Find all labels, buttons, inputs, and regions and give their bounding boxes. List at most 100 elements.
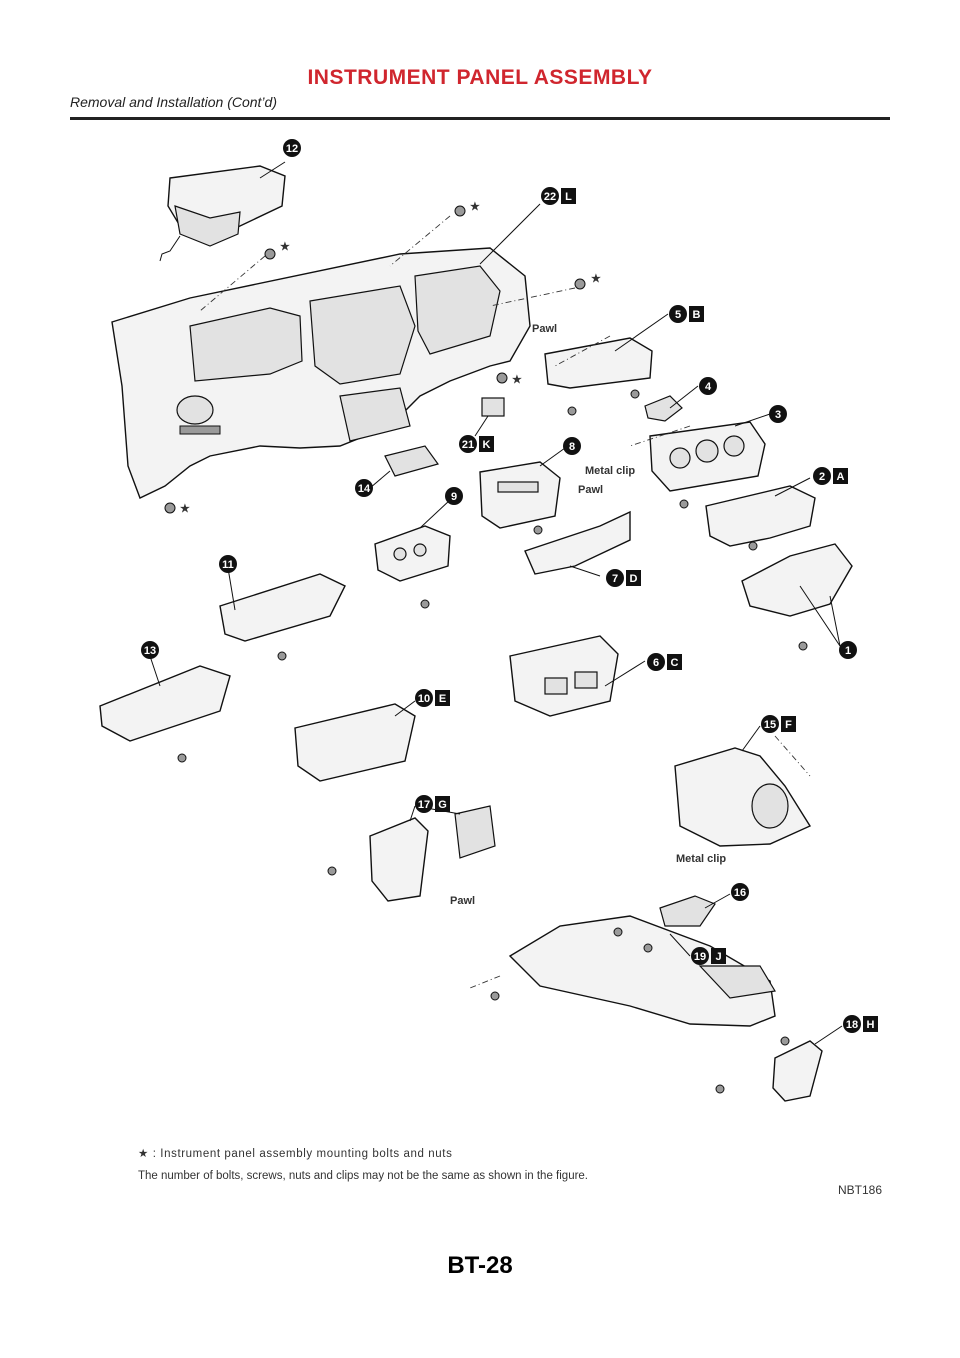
callout-13: 13 bbox=[141, 641, 159, 659]
callout-17: 17 G bbox=[415, 795, 450, 813]
screw-icon bbox=[630, 389, 640, 399]
star-icon: ★ bbox=[470, 201, 480, 213]
callout-letter: J bbox=[715, 951, 721, 963]
knee-panel-17 bbox=[369, 817, 429, 902]
center-finisher bbox=[524, 510, 631, 575]
callout-number: 9 bbox=[451, 491, 457, 503]
screw-icon bbox=[748, 541, 758, 551]
airbag-module bbox=[159, 165, 286, 262]
callout-12: 12 bbox=[283, 139, 301, 157]
callout-number: 19 bbox=[694, 951, 706, 963]
page-title: INSTRUMENT PANEL ASSEMBLY bbox=[307, 66, 653, 89]
callout-leaders bbox=[149, 161, 843, 1045]
callout-number: 4 bbox=[705, 381, 712, 393]
callout-number: 18 bbox=[846, 1019, 858, 1031]
switch-4 bbox=[644, 395, 683, 422]
page-header: INSTRUMENT PANEL ASSEMBLY Removal and In… bbox=[70, 66, 890, 110]
callout-number: 10 bbox=[418, 693, 430, 705]
callout-number: 1 bbox=[845, 645, 851, 657]
callout-number: 13 bbox=[144, 645, 156, 657]
callout-number: 16 bbox=[734, 887, 746, 899]
bolt-icon bbox=[264, 248, 276, 260]
screws bbox=[164, 205, 808, 1094]
callout-number: 14 bbox=[358, 483, 371, 495]
metal-clip-label: Metal clip bbox=[676, 853, 726, 865]
audio-unit bbox=[479, 461, 561, 529]
panel-14 bbox=[384, 445, 439, 477]
callout-letter: B bbox=[693, 309, 701, 321]
bolt-icon bbox=[574, 278, 586, 290]
text-labels: Pawl Metal clip Pawl Metal clip Pawl bbox=[450, 323, 726, 907]
callout-number: 6 bbox=[653, 657, 659, 669]
star-icon: ★ bbox=[180, 503, 190, 515]
callout-number: 2 bbox=[819, 471, 825, 483]
callout-number: 15 bbox=[764, 719, 776, 731]
callout-4: 4 bbox=[699, 377, 717, 395]
figure-code: NBT186 bbox=[838, 1183, 883, 1197]
screw-icon bbox=[798, 641, 808, 651]
dashboard-body bbox=[111, 247, 531, 499]
screw-icon bbox=[490, 991, 500, 1001]
page-subtitle: Removal and Installation (Cont’d) bbox=[70, 94, 277, 110]
panel-5 bbox=[544, 337, 653, 389]
page-number: BT-28 bbox=[447, 1252, 513, 1279]
callout-letter: E bbox=[439, 693, 446, 705]
metal-clip-label: Metal clip bbox=[585, 465, 635, 477]
callout-number: 8 bbox=[569, 441, 575, 453]
callout-number: 17 bbox=[418, 799, 430, 811]
screw-icon bbox=[533, 525, 543, 535]
meter-visor bbox=[705, 485, 816, 547]
star-icon: ★ bbox=[512, 374, 522, 386]
legend-text: : Instrument panel assembly mounting bol… bbox=[148, 1148, 453, 1160]
heater-control bbox=[374, 525, 451, 582]
screw-icon bbox=[420, 599, 430, 609]
callout-letter: D bbox=[630, 573, 638, 585]
pawl-label: Pawl bbox=[532, 323, 557, 335]
console-lid-16 bbox=[659, 895, 716, 927]
callout-10: 10 E bbox=[415, 689, 450, 707]
star-icon: ★ bbox=[138, 1148, 149, 1160]
callout-8: 8 bbox=[563, 437, 581, 455]
header-rule bbox=[70, 117, 890, 120]
callout-14: 14 bbox=[355, 479, 373, 497]
callout-number: 22 bbox=[544, 191, 556, 203]
combination-meter bbox=[649, 421, 766, 492]
callout-9: 9 bbox=[445, 487, 463, 505]
shift-console bbox=[674, 747, 812, 847]
callout-number: 3 bbox=[775, 409, 781, 421]
callout-number: 7 bbox=[612, 573, 618, 585]
callout-number: 11 bbox=[222, 559, 234, 571]
callout-11: 11 bbox=[219, 555, 237, 573]
star-markers: ★ ★ ★ ★ ★ bbox=[180, 201, 601, 515]
callout-number: 5 bbox=[675, 309, 681, 321]
callout-1: 1 bbox=[839, 641, 857, 659]
bracket-17 bbox=[454, 805, 496, 859]
screw-icon bbox=[327, 866, 337, 876]
screw-icon bbox=[679, 499, 689, 509]
callout-letter: G bbox=[438, 799, 447, 811]
exploded-view-diagram: ★ ★ ★ ★ ★ Pawl Metal clip Pawl Metal cli… bbox=[99, 139, 878, 1102]
screw-icon bbox=[613, 927, 623, 937]
callout-number: 12 bbox=[286, 143, 298, 155]
screw-icon bbox=[567, 406, 577, 416]
screw-icon bbox=[715, 1084, 725, 1094]
bolt-icon bbox=[496, 372, 508, 384]
callout-letter: A bbox=[837, 471, 845, 483]
screw-icon bbox=[177, 753, 187, 763]
star-icon: ★ bbox=[280, 241, 290, 253]
disclaimer-note: The number of bolts, screws, nuts and cl… bbox=[138, 1170, 589, 1182]
callout-19: 19 J bbox=[691, 947, 726, 965]
console-cover-18 bbox=[772, 1040, 823, 1102]
bolt-icon bbox=[164, 502, 176, 514]
bolt-icon bbox=[454, 205, 466, 217]
center-console bbox=[508, 915, 776, 1027]
lower-panel-11 bbox=[219, 573, 346, 642]
